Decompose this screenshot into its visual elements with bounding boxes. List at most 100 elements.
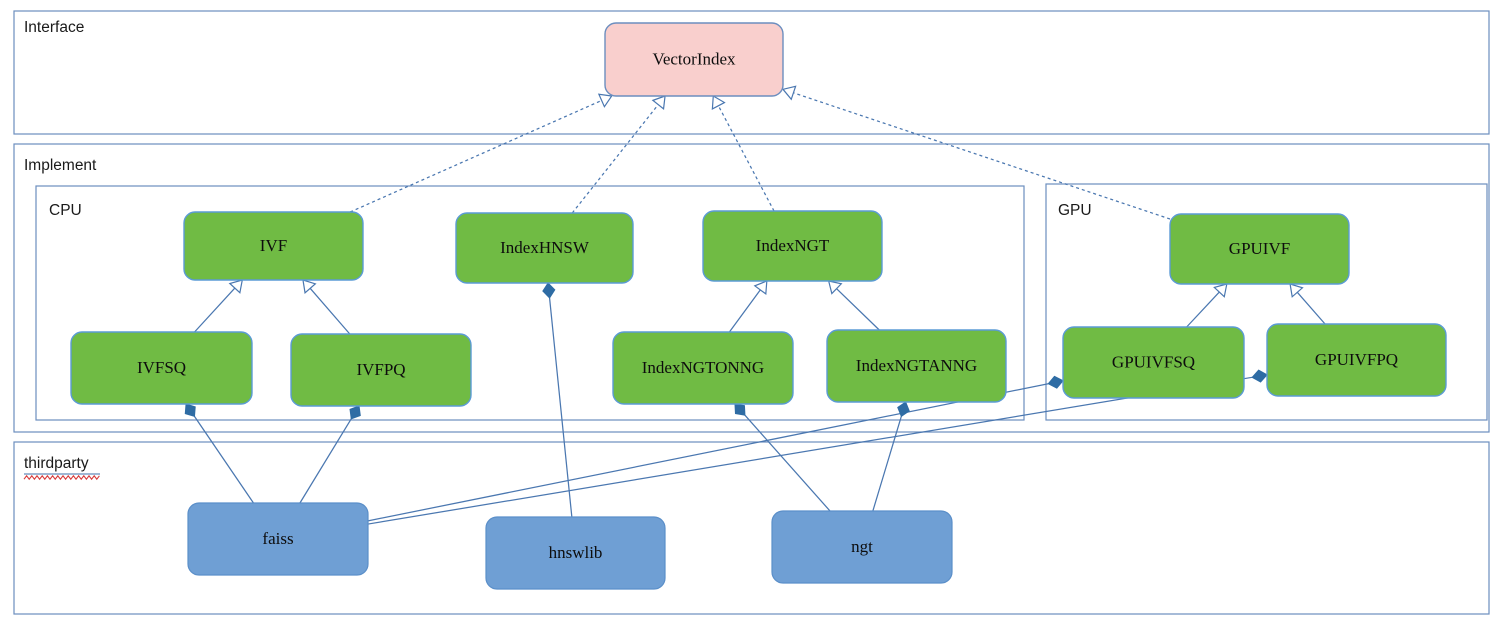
- edge-indexngtonng-to-indexngt: [728, 280, 768, 333]
- inheritance-arrowhead-icon: [827, 280, 843, 295]
- node-indexngt-label: IndexNGT: [756, 236, 830, 255]
- edge-line-composition: [367, 383, 1049, 522]
- node-indexngtanng-box[interactable]: [826, 329, 1007, 403]
- node-hnswlib-box[interactable]: [485, 516, 666, 590]
- edge-line-composition: [744, 414, 831, 512]
- edge-line-realization: [571, 104, 659, 214]
- edge-line-inheritance: [194, 287, 236, 333]
- edge-ivfpq-to-ivf: [302, 279, 351, 335]
- inheritance-arrowhead-icon: [302, 279, 317, 294]
- inheritance-arrowhead-icon: [228, 279, 244, 294]
- realization-arrowhead-icon: [781, 85, 797, 101]
- composition-diamond-icon: [1251, 369, 1268, 383]
- node-ivfpq-label: IVFPQ: [356, 360, 405, 379]
- edge-faiss-to-ivfsq: [184, 403, 254, 504]
- node-gpuivfsq-box[interactable]: [1062, 326, 1245, 399]
- node-ngt-label: ngt: [851, 537, 873, 556]
- node-gpuivfsq[interactable]: GPUIVFSQ: [1062, 326, 1245, 399]
- node-ivf[interactable]: IVF: [183, 211, 364, 281]
- composition-diamond-icon: [349, 405, 361, 420]
- node-indexhnsw-box[interactable]: [455, 212, 634, 284]
- edge-line-inheritance: [1296, 291, 1326, 325]
- node-hnswlib[interactable]: hnswlib: [485, 516, 666, 590]
- edges-layer: [184, 85, 1326, 525]
- composition-diamond-icon: [897, 401, 910, 418]
- composition-diamond-icon: [734, 403, 746, 416]
- edge-line-composition: [193, 416, 254, 504]
- edge-line-inheritance: [836, 288, 880, 331]
- node-faiss[interactable]: faiss: [187, 502, 369, 576]
- edge-line-composition: [367, 376, 1253, 525]
- edge-ivf-to-vectorindex: [349, 93, 613, 213]
- composition-diamond-icon: [542, 282, 556, 299]
- node-indexngtonng-box[interactable]: [612, 331, 794, 405]
- node-ivfpq[interactable]: IVFPQ: [290, 333, 472, 407]
- node-indexhnsw[interactable]: IndexHNSW: [455, 212, 634, 284]
- node-ngt-box[interactable]: [771, 510, 953, 584]
- inheritance-arrowhead-icon: [1213, 283, 1228, 298]
- node-ngt[interactable]: ngt: [771, 510, 953, 584]
- node-gpuivf-box[interactable]: [1169, 213, 1350, 285]
- node-gpuivfsq-label: GPUIVFSQ: [1112, 352, 1195, 371]
- inheritance-arrowhead-icon: [753, 280, 768, 296]
- node-gpuivfpq-box[interactable]: [1266, 323, 1447, 397]
- edge-line-realization: [349, 99, 602, 213]
- edge-faiss-to-gpuivfsq: [367, 375, 1064, 522]
- edge-line-composition: [548, 297, 573, 518]
- node-ivfpq-box[interactable]: [290, 333, 472, 407]
- node-indexngtonng[interactable]: IndexNGTONNG: [612, 331, 794, 405]
- edge-indexhnsw-to-vectorindex: [571, 95, 666, 214]
- realization-arrowhead-icon: [711, 94, 726, 110]
- inheritance-arrowhead-icon: [1289, 283, 1304, 298]
- node-ivfsq-box[interactable]: [70, 331, 253, 405]
- node-ivf-label: IVF: [260, 236, 287, 255]
- node-indexngtanng[interactable]: IndexNGTANNG: [826, 329, 1007, 403]
- edge-line-inheritance: [309, 287, 351, 335]
- node-gpuivf[interactable]: GPUIVF: [1169, 213, 1350, 285]
- container-implement-label: Implement: [24, 157, 97, 174]
- node-gpuivfpq-label: GPUIVFPQ: [1315, 350, 1398, 369]
- edge-gpuivf-to-vectorindex: [781, 85, 1171, 220]
- container-thirdparty-label: thirdparty: [24, 455, 89, 472]
- node-ivfsq[interactable]: IVFSQ: [70, 331, 253, 405]
- edge-line-composition: [299, 418, 352, 504]
- container-interface-label: Interface: [24, 19, 84, 36]
- node-faiss-box[interactable]: [187, 502, 369, 576]
- node-ivf-box[interactable]: [183, 211, 364, 281]
- node-gpuivfpq[interactable]: GPUIVFPQ: [1266, 323, 1447, 397]
- edge-gpuivfsq-to-gpuivf: [1186, 283, 1228, 328]
- edge-ivfsq-to-ivf: [194, 279, 244, 333]
- edge-faiss-to-gpuivfpq: [367, 369, 1268, 525]
- edge-gpuivfpq-to-gpuivf: [1289, 283, 1326, 325]
- node-faiss-label: faiss: [262, 529, 293, 548]
- composition-diamond-icon: [1047, 375, 1064, 389]
- node-hnswlib-label: hnswlib: [549, 543, 603, 562]
- container-thirdparty-spellcheck-underline: [23, 474, 100, 481]
- realization-arrowhead-icon: [651, 95, 666, 111]
- composition-diamond-icon: [184, 403, 196, 418]
- edge-faiss-to-ivfpq: [299, 405, 361, 504]
- realization-arrowhead-icon: [597, 93, 613, 108]
- container-cpu-label: CPU: [49, 202, 82, 219]
- node-ivfsq-label: IVFSQ: [137, 358, 186, 377]
- edge-line-realization: [717, 105, 775, 212]
- edge-ngt-to-indexngtonng: [734, 403, 831, 512]
- node-indexngtanng-label: IndexNGTANNG: [856, 356, 977, 375]
- container-gpu-label: GPU: [1058, 202, 1092, 219]
- node-vectorindex[interactable]: VectorIndex: [604, 22, 784, 97]
- edge-hnswlib-to-indexhnsw: [542, 282, 573, 518]
- edge-line-composition: [872, 416, 902, 512]
- node-indexngtonng-label: IndexNGTONNG: [642, 358, 764, 377]
- edge-indexngtanng-to-indexngt: [827, 280, 880, 331]
- node-vectorindex-label: VectorIndex: [652, 49, 736, 68]
- edge-line-realization: [793, 92, 1171, 220]
- node-indexngt-box[interactable]: [702, 210, 883, 282]
- edge-line-inheritance: [1186, 291, 1220, 328]
- node-gpuivf-label: GPUIVF: [1229, 239, 1290, 258]
- node-vectorindex-box[interactable]: [604, 22, 784, 97]
- edge-line-inheritance: [728, 289, 761, 333]
- node-indexngt[interactable]: IndexNGT: [702, 210, 883, 282]
